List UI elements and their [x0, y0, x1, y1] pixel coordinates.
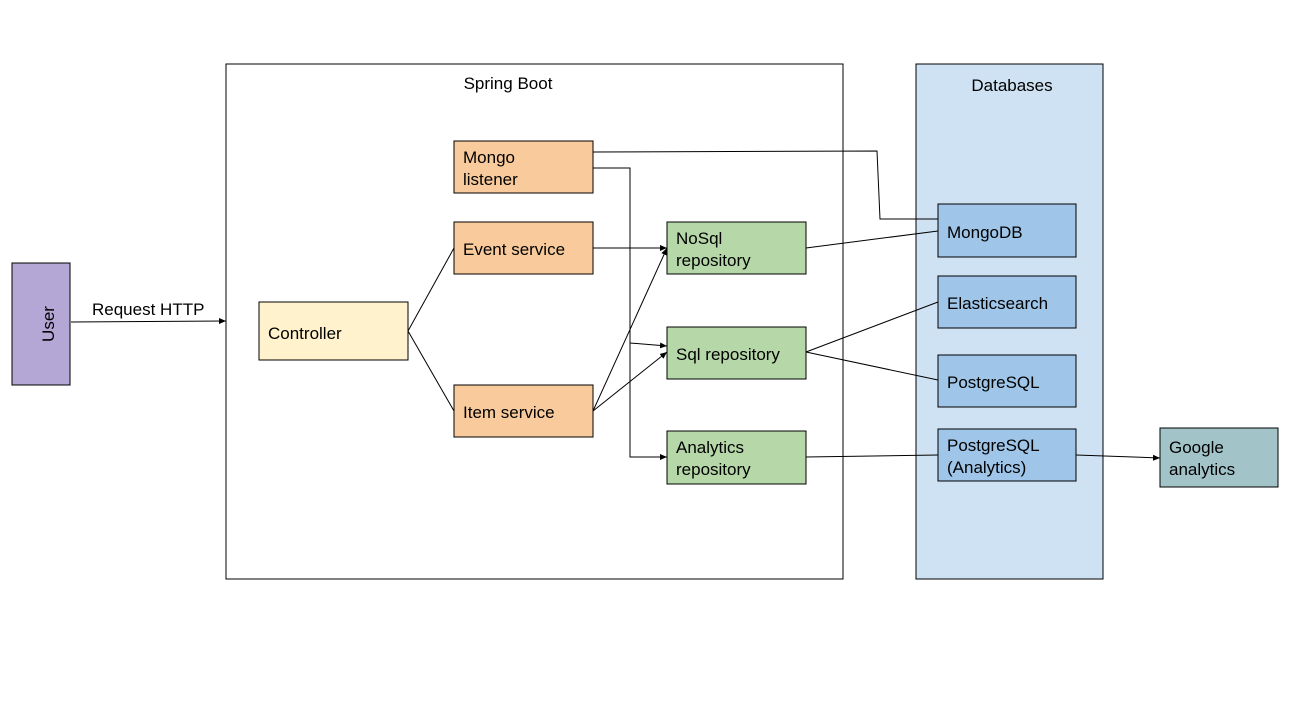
user-label: User — [39, 306, 58, 342]
databases-title: Databases — [971, 76, 1052, 95]
edge-controller-event-service — [407, 247, 455, 332]
mongodb-label: MongoDB — [947, 223, 1023, 242]
node-postgresql[interactable]: PostgreSQL — [937, 354, 1077, 408]
node-elasticsearch[interactable]: Elasticsearch — [937, 275, 1077, 329]
elasticsearch-label: Elasticsearch — [947, 294, 1048, 313]
event-service-label: Event service — [463, 240, 565, 259]
node-sql-repository[interactable]: Sql repository — [666, 326, 807, 380]
google-analytics-label: Google analytics — [1169, 438, 1235, 479]
edges: Request HTTP — [70, 150, 1161, 461]
node-nosql-repository[interactable]: NoSql repository — [666, 221, 807, 275]
edge-sql-postgresql — [805, 351, 939, 381]
edge-controller-item-service — [407, 330, 455, 412]
postgresql-label: PostgreSQL — [947, 373, 1040, 392]
analytics-repository-label: Analytics repository — [676, 438, 751, 479]
item-service-label: Item service — [463, 403, 555, 422]
mongo-listener-label: Mongo listener — [463, 148, 520, 189]
edge-mongo-listener-sql — [629, 342, 668, 349]
node-analytics-repository[interactable]: Analytics repository — [666, 430, 807, 485]
edge-postgresql-analytics-google — [1075, 454, 1161, 461]
node-postgresql-analytics[interactable]: PostgreSQL (Analytics) — [937, 428, 1077, 482]
node-mongo-listener[interactable]: Mongo listener — [453, 140, 594, 194]
edge-nosql-mongodb — [805, 230, 939, 249]
node-item-service[interactable]: Item service — [453, 384, 594, 438]
edge-label-request-http: Request HTTP — [92, 300, 204, 319]
edge-analytics-postgresql-analytics — [805, 454, 939, 458]
edge-mongo-listener-mongodb — [592, 150, 938, 220]
spring-boot-title: Spring Boot — [464, 74, 553, 93]
controller-label: Controller — [268, 324, 342, 343]
node-event-service[interactable]: Event service — [453, 221, 594, 275]
postgresql-analytics-label: PostgreSQL (Analytics) — [947, 436, 1044, 477]
edge-mongo-listener-bus — [593, 167, 667, 460]
node-google-analytics[interactable]: Google analytics — [1159, 427, 1279, 488]
node-controller[interactable]: Controller — [258, 301, 409, 361]
node-user[interactable]: User — [11, 262, 71, 386]
node-mongodb[interactable]: MongoDB — [937, 203, 1077, 258]
sql-repository-label: Sql repository — [676, 345, 780, 364]
edge-user-request — [70, 318, 227, 325]
edge-sql-elasticsearch — [805, 301, 939, 353]
nosql-repository-label: NoSql repository — [676, 229, 751, 270]
